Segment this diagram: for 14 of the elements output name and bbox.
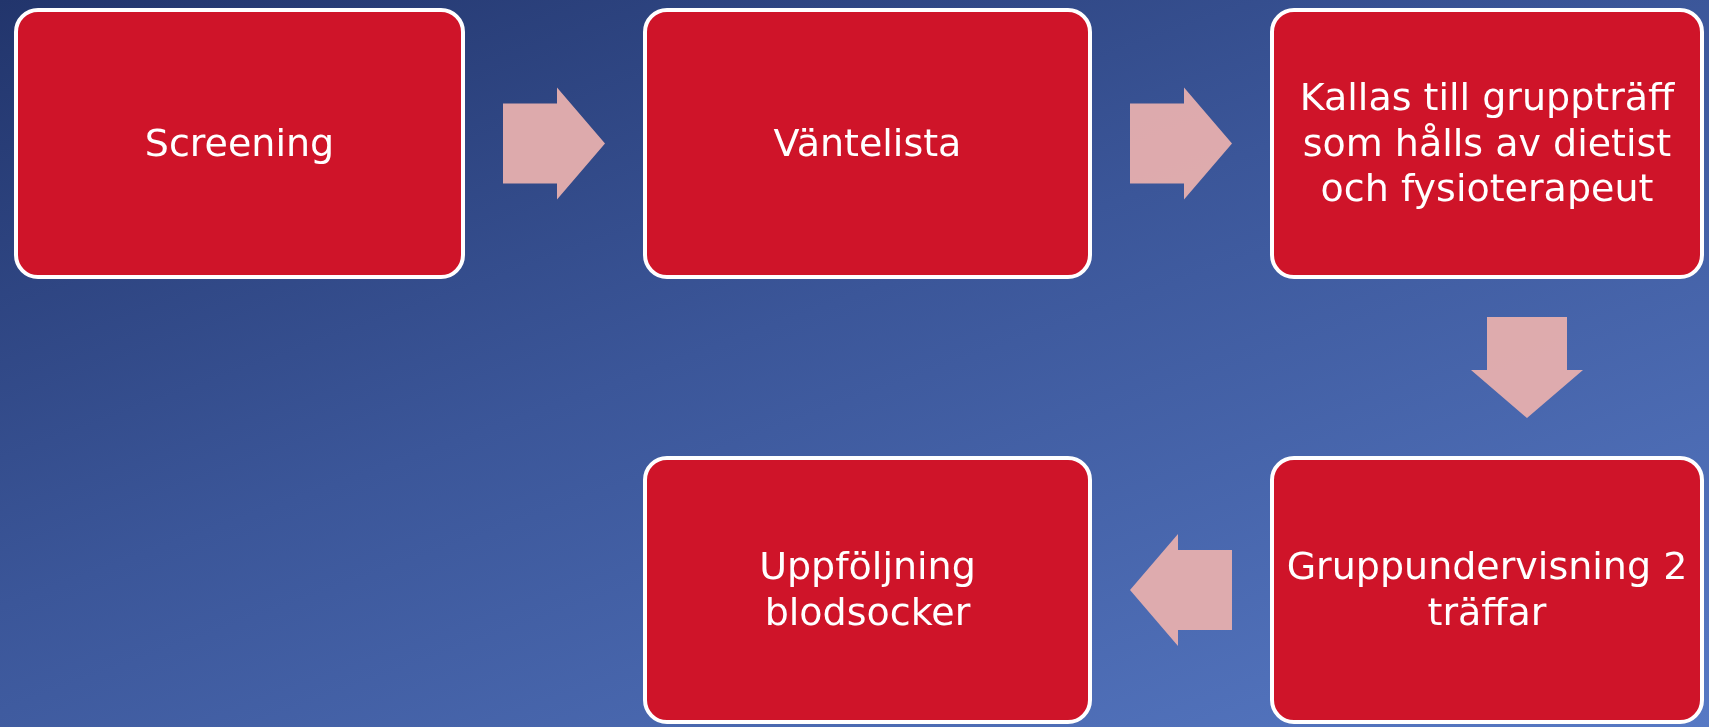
process-box <box>1270 8 1704 279</box>
process-box <box>643 456 1092 724</box>
step-label: Kallas till gruppträff som hålls av dietist och fysioterapeut <box>1298 75 1676 212</box>
step-label: Screening <box>144 120 335 167</box>
step-label: Uppföljning blodsocker <box>758 544 977 636</box>
process-box <box>643 8 1092 279</box>
block-arrow <box>503 87 605 200</box>
process-box <box>14 8 465 279</box>
block-arrow <box>1130 87 1232 200</box>
process-box <box>1270 456 1704 724</box>
step-label: Gruppundervisning 2 träffar <box>1285 544 1689 636</box>
step-label: Väntelista <box>773 120 962 167</box>
block-arrow <box>1130 534 1232 646</box>
block-arrow <box>1471 317 1583 418</box>
